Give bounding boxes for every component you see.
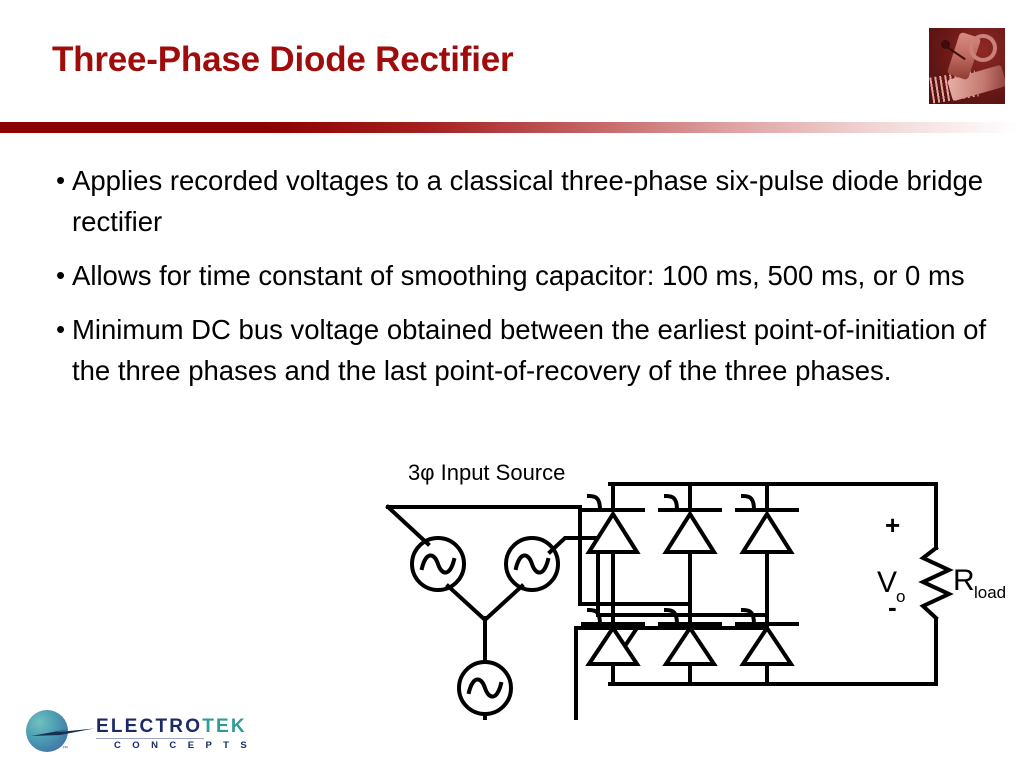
diode-upper-phase-c xyxy=(735,493,799,554)
logo-subtitle: C O N C E P T S xyxy=(114,740,252,751)
list-item: • Minimum DC bus voltage obtained betwee… xyxy=(52,309,992,391)
three-phase-rectifier-diagram: 3φ Input Source + - V o R load xyxy=(380,452,1010,720)
output-voltage-subscript: o xyxy=(896,587,905,606)
bridge-rails xyxy=(606,482,938,686)
header-divider-bar xyxy=(0,122,1019,133)
thumbnail-probe xyxy=(941,40,950,49)
load-resistor-subscript: load xyxy=(974,583,1006,602)
diode-lower-phase-b xyxy=(658,607,722,666)
diode-lower-phase-a xyxy=(581,607,645,666)
polarity-negative-label: - xyxy=(888,592,897,622)
ac-source-phase-c xyxy=(457,660,513,716)
source-wye-wiring xyxy=(385,504,582,720)
diode-lower-phase-c xyxy=(735,607,799,666)
load-resistor-label: R xyxy=(953,564,975,597)
ac-source-phase-b xyxy=(504,536,560,592)
bullet-text: Allows for time constant of smoothing ca… xyxy=(72,260,965,291)
bullet-text: Minimum DC bus voltage obtained between … xyxy=(72,314,987,386)
bullet-marker-icon: • xyxy=(56,314,66,344)
logo-lightning-bolt-icon xyxy=(30,728,96,737)
ac-source-phase-a xyxy=(410,536,466,592)
polarity-positive-label: + xyxy=(885,510,900,540)
list-item: • Allows for time constant of smoothing … xyxy=(52,255,992,296)
source-label: 3φ Input Source xyxy=(408,460,565,485)
phase-feed-lines xyxy=(513,505,610,720)
electrotek-logo: ELECTROTEK C O N C E P T S ™ xyxy=(26,708,247,754)
diode-upper-phase-b xyxy=(658,493,722,554)
bullet-marker-icon: • xyxy=(56,260,66,290)
bullet-list: • Applies recorded voltages to a classic… xyxy=(52,160,992,404)
bullet-marker-icon: • xyxy=(56,165,66,195)
bullet-text: Applies recorded voltages to a classical… xyxy=(72,165,984,237)
output-voltage-label: V xyxy=(877,566,897,599)
diode-upper-phase-a xyxy=(581,493,645,554)
load-resistor xyxy=(918,545,954,621)
corner-thumbnail-image xyxy=(929,28,1005,104)
logo-wordmark-part2: TEK xyxy=(202,716,247,737)
logo-wordmark-part1: ELECTRO xyxy=(96,716,203,737)
logo-trademark: ™ xyxy=(62,746,68,752)
logo-underline xyxy=(96,738,204,739)
page-title: Three-Phase Diode Rectifier xyxy=(52,40,514,79)
list-item: • Applies recorded voltages to a classic… xyxy=(52,160,992,242)
logo-wordmark: ELECTROTEK xyxy=(96,716,247,738)
